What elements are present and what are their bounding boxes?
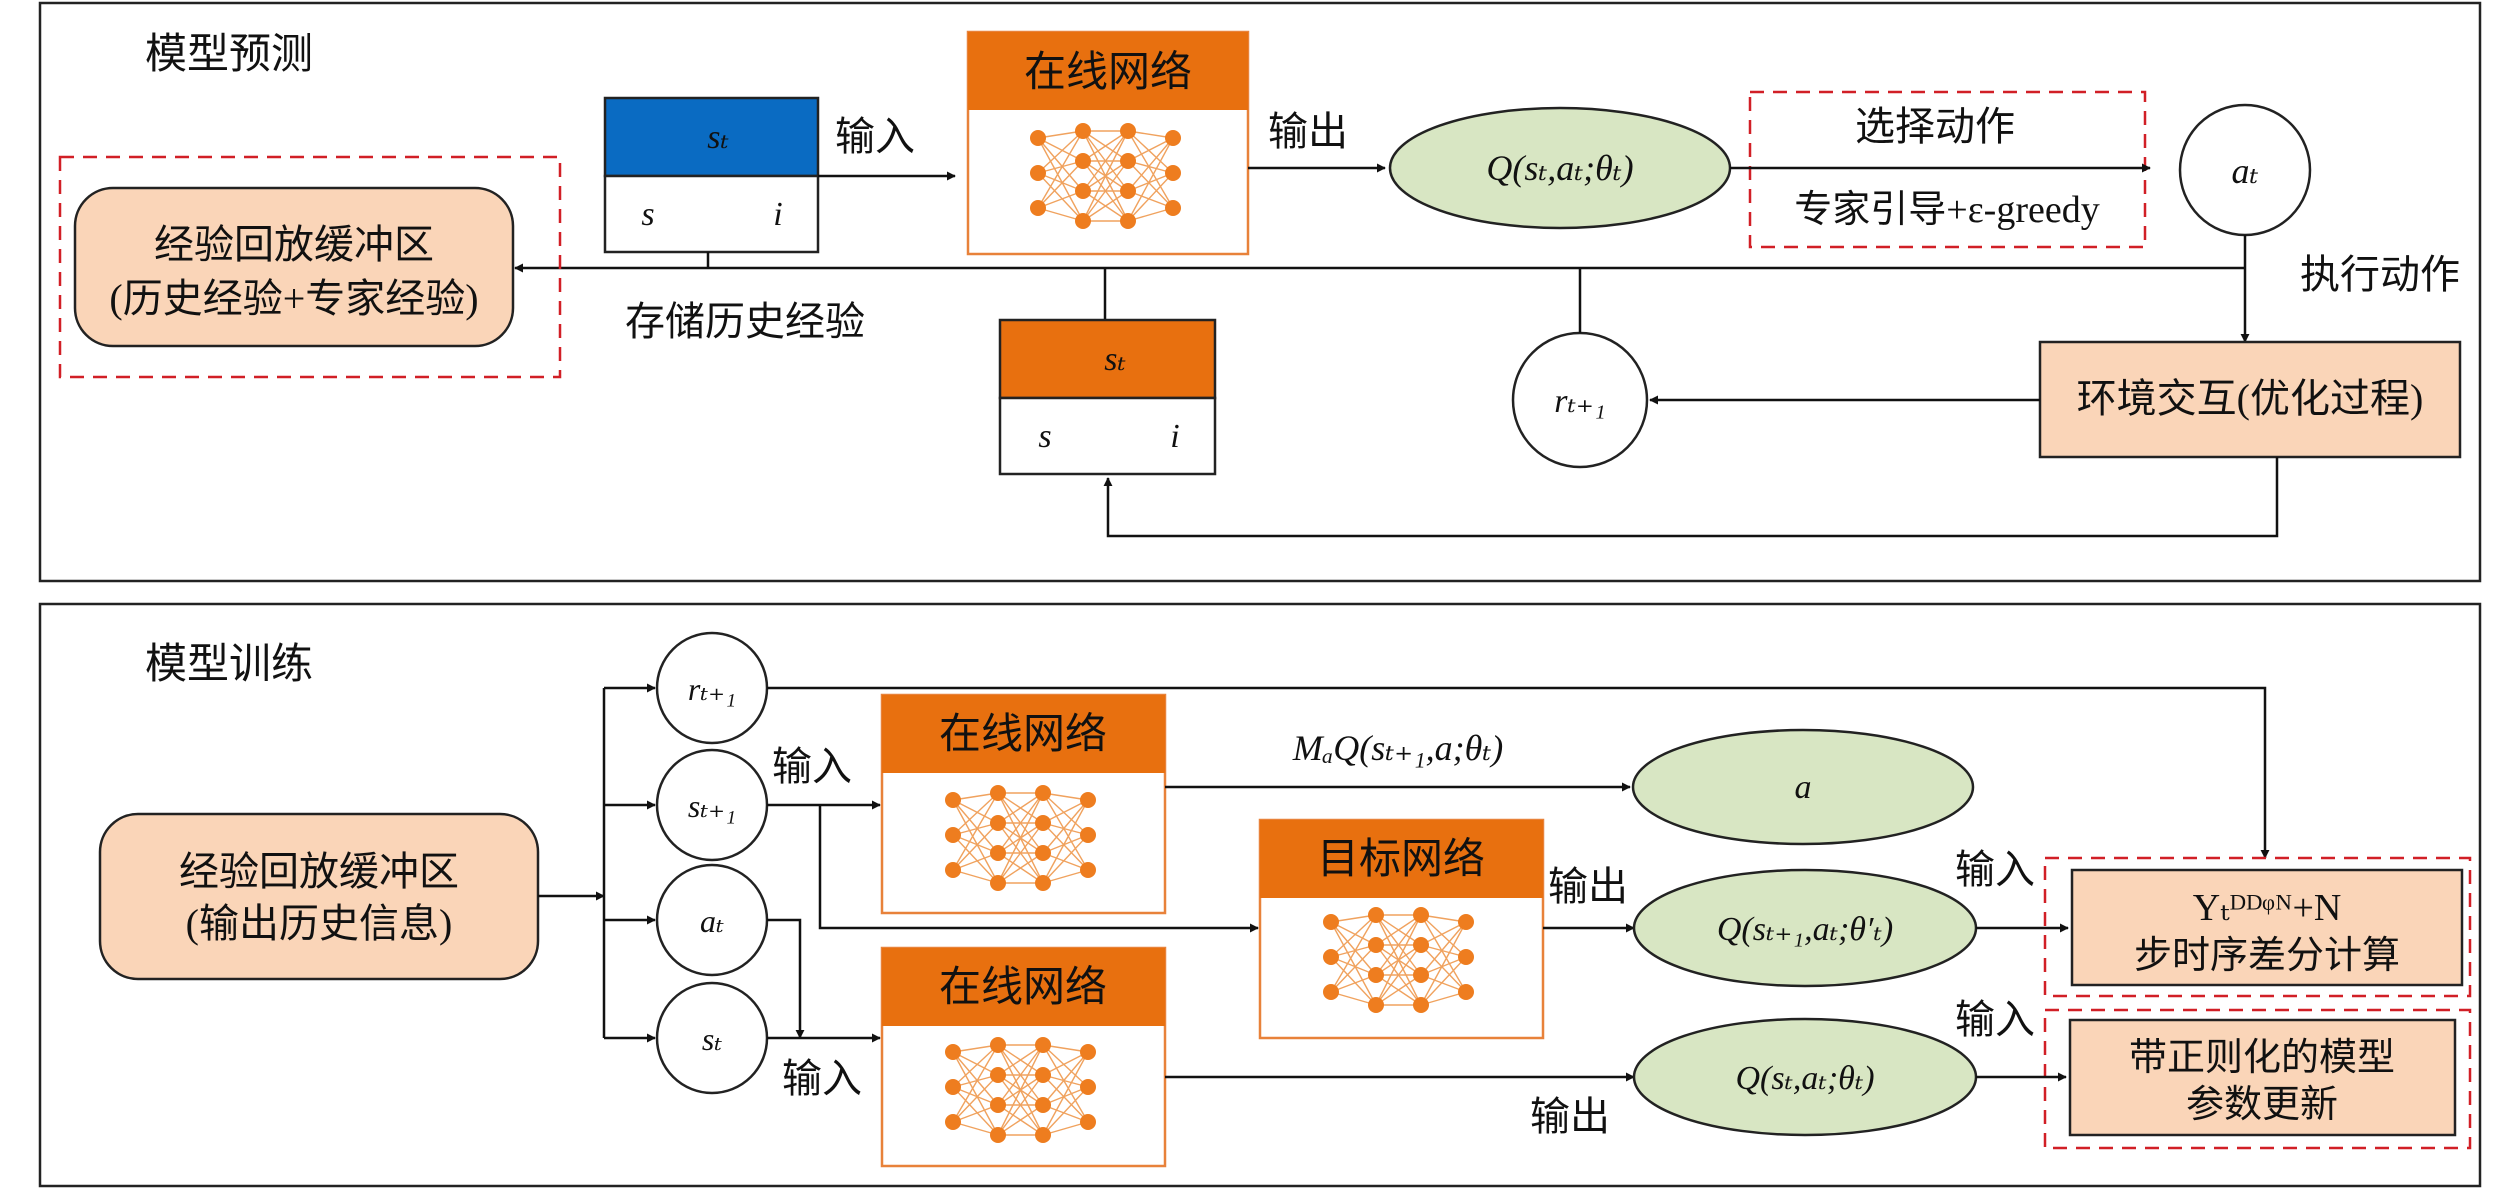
input-label-top: 输入 xyxy=(835,114,915,159)
online-network-bottom-2-label: 在线网络 xyxy=(939,964,1107,1011)
state-box-blue: sₜ s i xyxy=(603,96,820,254)
ddqn-dashed xyxy=(2043,856,2472,998)
ddqn-box xyxy=(2070,868,2464,987)
q-online-label: Q(sₜ,aₜ;θₜ) xyxy=(1735,1060,1874,1097)
arrow-snext-to-target xyxy=(818,805,1259,933)
buffer-dashed-top xyxy=(58,155,562,379)
next-state-node-label: sₜ₊₁ xyxy=(688,788,736,824)
online-network-bottom-2: 在线网络 xyxy=(880,946,1167,1168)
q-label-top: Q(sₜ,aₜ;θₜ) xyxy=(1486,148,1633,188)
environment-box xyxy=(2038,340,2462,459)
training-title: 模型训练 xyxy=(145,641,313,688)
state-node-bottom-label: sₜ xyxy=(702,1021,722,1057)
input-label-bottom-4: 输入 xyxy=(1955,997,2035,1042)
reward-node-top-label: rₜ₊₁ xyxy=(1554,383,1605,420)
action-node-bottom-label: aₜ xyxy=(700,903,724,939)
ddqn-line1: Yₜᴰᴰᵠᴺ+N xyxy=(2193,887,2342,929)
state-orange-i: i xyxy=(1170,418,1179,455)
prediction-panel: 模型预测 在线网络 sₜ s i 输入 输出 Q(sₜ,aₜ;θₜ) 选择动作 … xyxy=(38,1,2482,583)
input-label-bottom-3: 输入 xyxy=(1955,847,2035,892)
state-blue-head: sₜ xyxy=(707,119,729,156)
buffer-top-line2: (历史经验+专家经验) xyxy=(109,276,478,321)
buffer-bottom-line2: (输出历史信息) xyxy=(186,901,453,946)
output-label-bottom-1: 输出 xyxy=(1548,864,1628,909)
training-frame xyxy=(38,602,2482,1188)
select-action-label: 选择动作 xyxy=(1855,104,2015,149)
prediction-frame xyxy=(38,1,2482,583)
action-node-top-label: aₜ xyxy=(2232,151,2259,191)
max-q-label: MₐQ(sₜ₊₁,a;θₜ) xyxy=(1292,728,1503,768)
online-network-top-label: 在线网络 xyxy=(1024,49,1192,96)
store-label: 存储历史经验 xyxy=(625,299,865,344)
a-ellipse xyxy=(1631,728,1975,846)
update-dashed xyxy=(2043,1008,2472,1150)
arrow-env-to-state xyxy=(1103,457,2279,538)
environment-label: 环境交互(优化过程) xyxy=(2077,376,2424,421)
replay-buffer-top xyxy=(73,186,515,348)
reward-node-bottom-label: rₜ₊₁ xyxy=(688,671,736,707)
expert-greedy-label: 专家引导+ε-greedy xyxy=(1794,189,2099,231)
ddqn-line2: 步时序差分计算 xyxy=(2134,935,2400,977)
arrow-a-merge xyxy=(767,918,805,1039)
q-target-label: Q(sₜ₊₁,aₜ;θ′ₜ) xyxy=(1717,911,1893,948)
training-panel: 模型训练 经验回放缓冲区 (输出历史信息) rₜ₊₁ sₜ₊₁ aₜ sₜ 在线… xyxy=(38,602,2482,1188)
state-orange-head: sₜ xyxy=(1104,341,1126,378)
online-network-bottom-1: 在线网络 xyxy=(880,693,1167,915)
update-line2: 参数更新 xyxy=(2186,1084,2338,1126)
online-network-bottom-1-label: 在线网络 xyxy=(939,711,1107,758)
state-orange-s: s xyxy=(1038,418,1051,455)
output-label-bottom-2: 输出 xyxy=(1530,1094,1610,1139)
input-label-bottom-1: 输入 xyxy=(772,744,852,789)
buffer-top-line1: 经验回放缓冲区 xyxy=(154,222,434,267)
update-box xyxy=(2068,1018,2457,1137)
arrow-reward-to-ddqn xyxy=(767,686,2270,859)
online-network-top: 在线网络 xyxy=(966,30,1250,256)
state-blue-s: s xyxy=(641,196,654,233)
target-network-label: 目标网络 xyxy=(1317,836,1485,883)
update-line1: 带正则化的模型 xyxy=(2129,1037,2395,1079)
buffer-bottom-line1: 经验回放缓冲区 xyxy=(179,849,459,894)
replay-buffer-bottom xyxy=(98,812,540,981)
prediction-title: 模型预测 xyxy=(145,32,313,78)
state-blue-i: i xyxy=(773,196,782,233)
a-ellipse-label: a xyxy=(1795,769,1812,806)
target-network: 目标网络 xyxy=(1258,818,1545,1040)
execute-action-label: 执行动作 xyxy=(2300,252,2460,297)
state-box-orange: sₜ s i xyxy=(998,318,1217,476)
output-label-top: 输出 xyxy=(1268,109,1348,154)
input-label-bottom-2: 输入 xyxy=(782,1056,862,1101)
